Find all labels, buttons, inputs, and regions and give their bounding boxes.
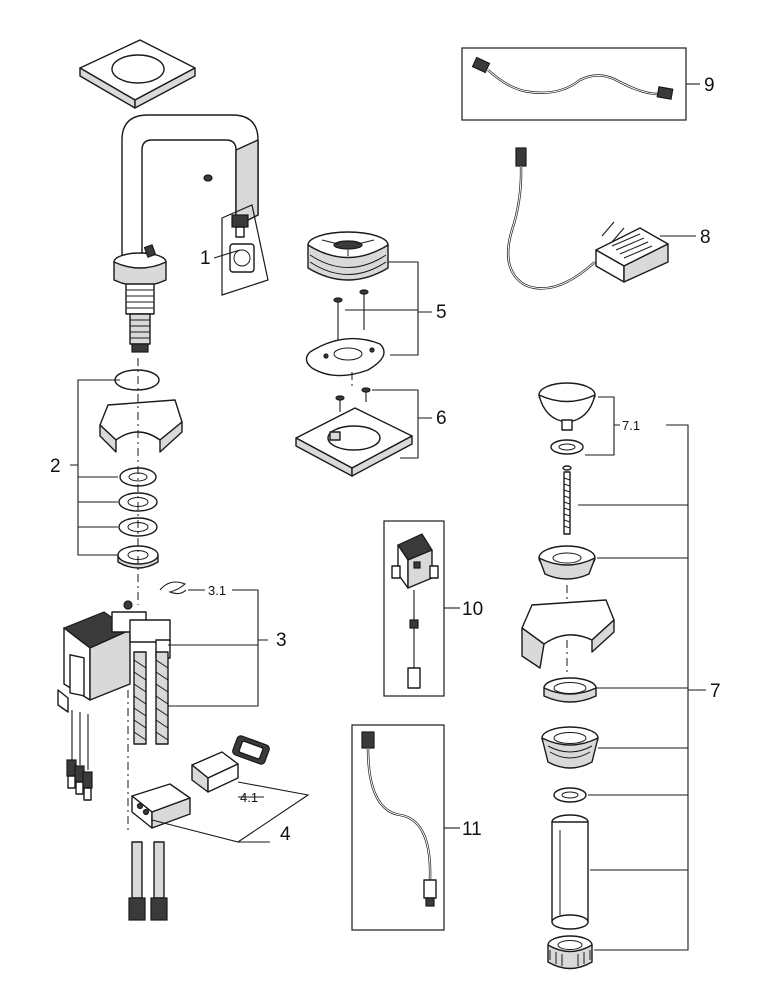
callout-9: 9 — [704, 75, 715, 96]
callout-3: 3 — [276, 630, 287, 651]
faucet-spout — [113, 114, 259, 287]
extension-cable-box — [351, 724, 460, 931]
middle-leaders — [345, 261, 432, 459]
power-adapter — [506, 147, 696, 290]
faucet-assembly — [57, 39, 270, 921]
callout-7-1: 7.1 — [622, 418, 640, 433]
callout-5: 5 — [436, 302, 447, 323]
o-ring — [114, 369, 160, 391]
control-box — [57, 600, 171, 713]
drain-assembly — [538, 382, 596, 580]
sensor-window — [221, 204, 269, 296]
lower-hoses — [128, 841, 168, 921]
escutcheon-plate — [79, 39, 196, 109]
threaded-shank — [125, 283, 155, 353]
callout-3-1: 3.1 — [208, 583, 226, 598]
callout-11: 11 — [462, 819, 482, 840]
right-leaders — [578, 396, 706, 951]
flexible-hoses — [133, 651, 169, 745]
base-plate-assembly — [295, 387, 413, 477]
battery-module — [131, 735, 270, 829]
callout-6: 6 — [436, 408, 447, 429]
washer-stack — [117, 467, 159, 569]
callout-1: 1 — [200, 248, 211, 269]
sensor-module-box — [383, 520, 460, 697]
callout-8: 8 — [700, 227, 711, 248]
retaining-clip — [159, 581, 187, 595]
callout-2: 2 — [50, 456, 61, 477]
callout-4-1: 4.1 — [240, 790, 258, 805]
left-leaders — [70, 249, 310, 843]
callout-7: 7 — [710, 681, 721, 702]
drain-lower-parts — [541, 677, 599, 970]
connection-cable-box — [461, 47, 700, 121]
handle-assembly — [305, 231, 389, 377]
callout-10: 10 — [462, 599, 483, 620]
countertop-section-right — [521, 599, 615, 669]
countertop-section-left — [99, 399, 183, 453]
sensor-wire-bundle — [66, 710, 93, 801]
callout-4: 4 — [280, 824, 291, 845]
